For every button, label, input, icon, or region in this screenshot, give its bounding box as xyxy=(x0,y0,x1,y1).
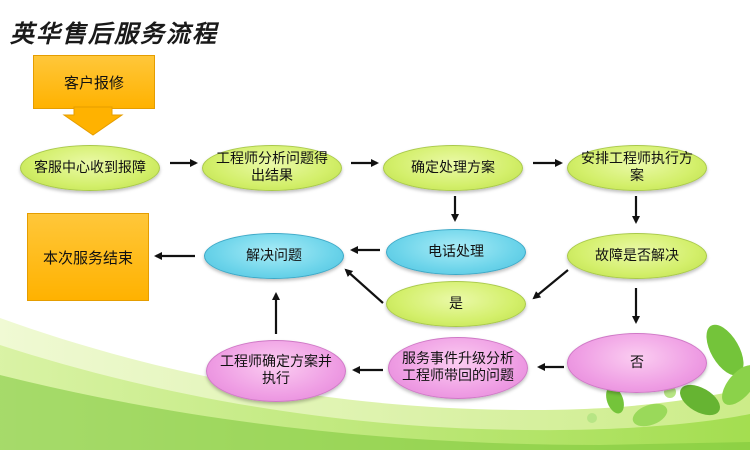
page-title: 英华售后服务流程 xyxy=(10,19,218,48)
end-service-box: 本次服务结束 xyxy=(27,213,149,301)
fault-solved-node: 故障是否解决 xyxy=(567,233,707,279)
no-node: 否 xyxy=(567,333,707,393)
service-receive-node: 客服中心收到报障 xyxy=(20,145,160,191)
arrow-yes-to-solve xyxy=(344,268,384,304)
determine-plan-node: 确定处理方案 xyxy=(383,145,523,191)
yes-node: 是 xyxy=(386,281,526,327)
engineer-analyze-node: 工程师分析问题得出结果 xyxy=(202,145,342,191)
customer-report-box: 客户报修 xyxy=(33,55,155,109)
escalate-node: 服务事件升级分析工程师带回的问题 xyxy=(388,337,528,399)
leaf-decoration xyxy=(587,324,750,427)
engineer-execute-node: 工程师确定方案并执行 xyxy=(206,340,346,402)
solve-problem-node: 解决问题 xyxy=(204,233,344,279)
phone-handle-node: 电话处理 xyxy=(386,229,526,275)
assign-engineer-node: 安排工程师执行方案 xyxy=(567,145,707,191)
down-block-arrow xyxy=(62,106,124,136)
arrow-fault-to-yes xyxy=(532,269,569,300)
